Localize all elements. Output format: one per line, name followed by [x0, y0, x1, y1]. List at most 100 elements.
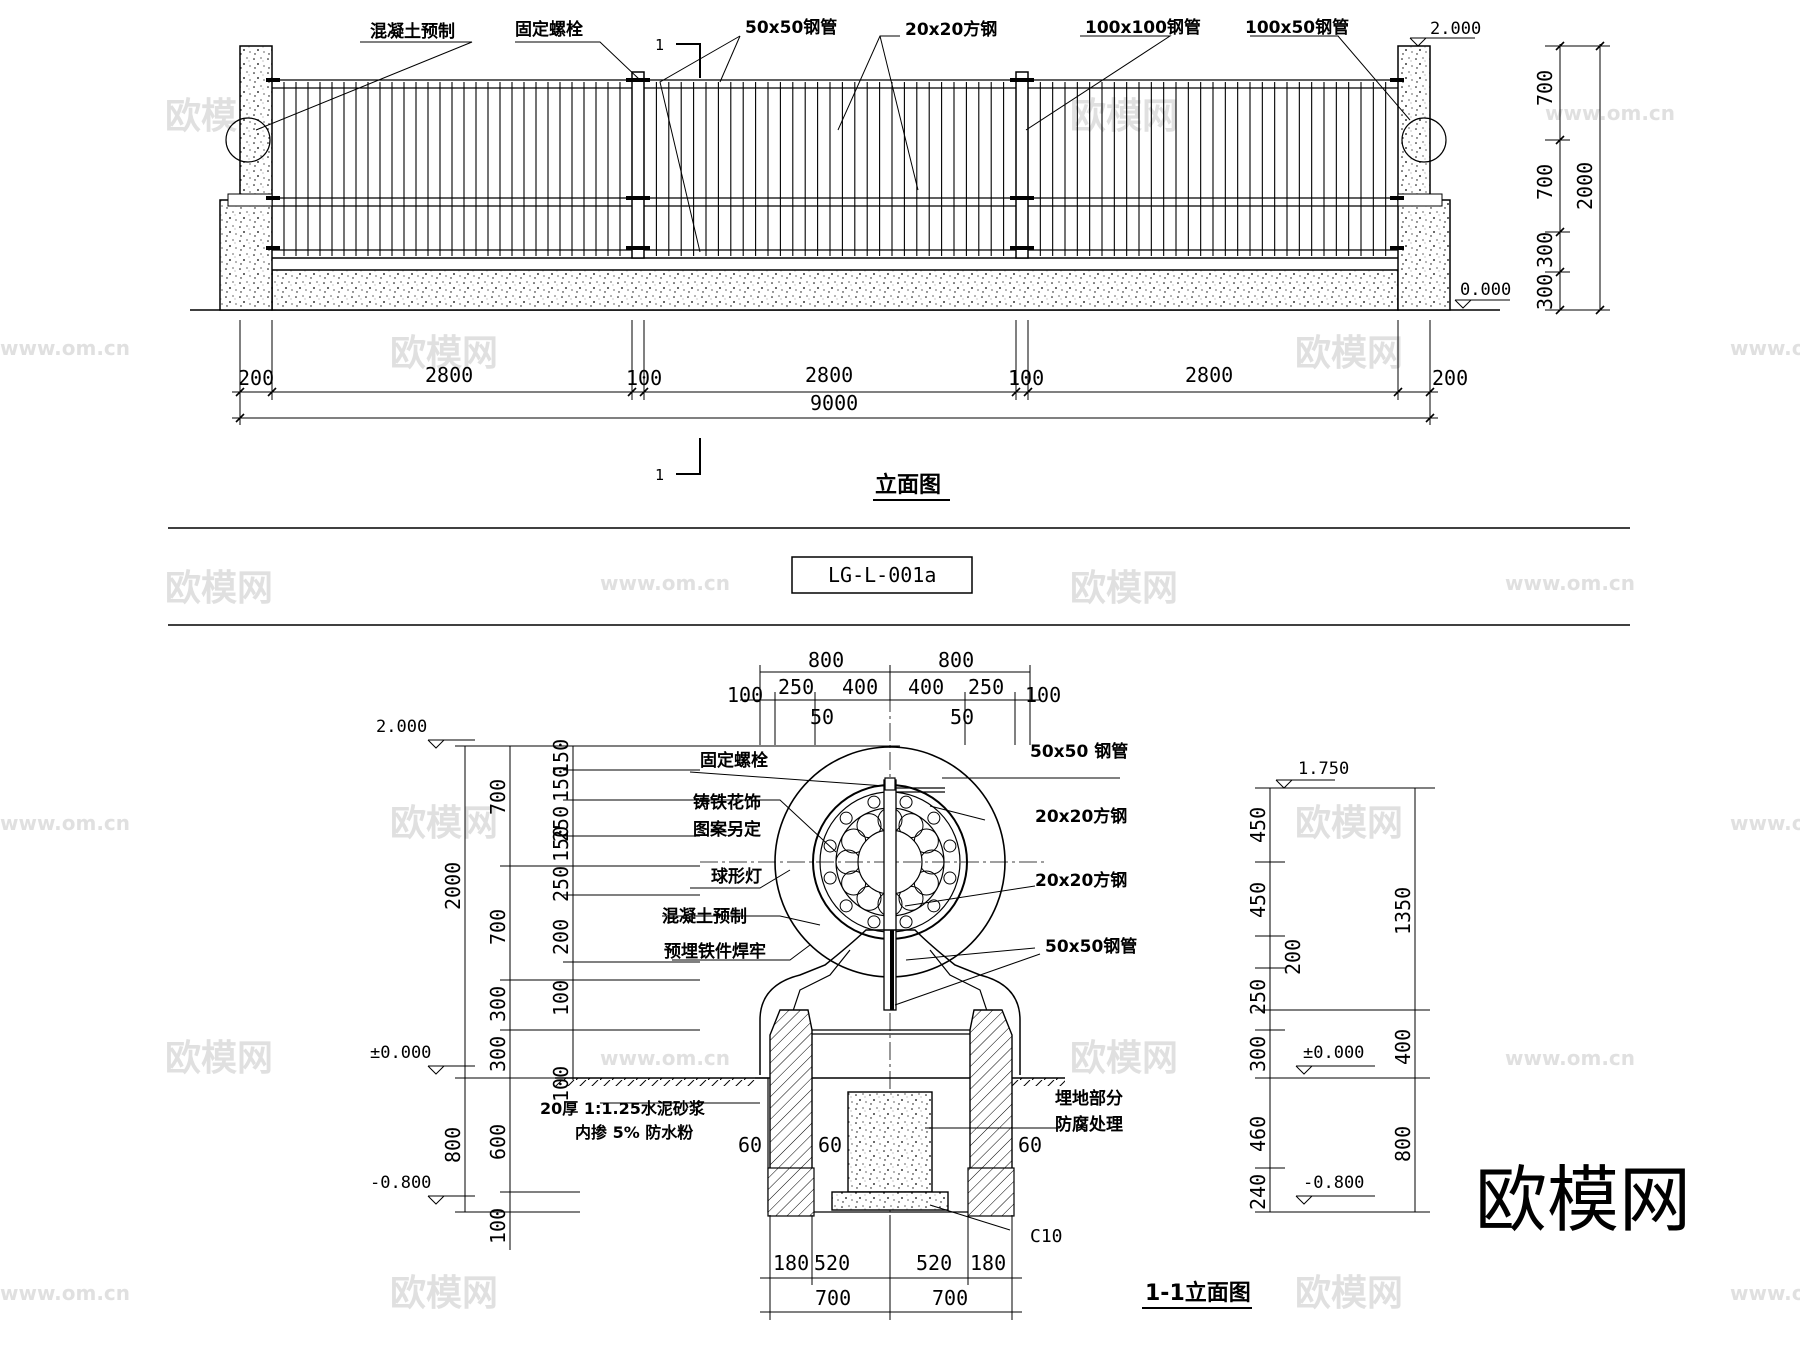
level-ground: 0.000 — [1460, 280, 1511, 300]
dim-bottom-r1-1: 520 — [814, 1251, 850, 1275]
dim-top-r2-5: 100 — [1025, 683, 1061, 707]
label-bar-b: 20x20方钢 — [1035, 870, 1127, 891]
label-mortar-2: 内掺 5% 防水粉 — [575, 1123, 693, 1142]
dim-left-outer-1: 800 — [441, 1127, 465, 1163]
watermark-url: www.om.cn — [1505, 1046, 1635, 1070]
section-title: 1-1立面图 — [1145, 1280, 1251, 1306]
dim-right-3: 300 — [1533, 274, 1557, 310]
leader-lines — [255, 35, 1411, 253]
watermark-url: www.om.cn — [1730, 1281, 1800, 1305]
watermark-url: www.om.cn — [600, 571, 730, 595]
dim-top-r2-1: 250 — [778, 675, 814, 699]
level-right-bottom: -0.800 — [1303, 1173, 1364, 1193]
dim-right-outer-0: 1350 — [1391, 887, 1415, 935]
petal-ornament — [943, 871, 957, 885]
rails — [272, 79, 1398, 251]
concrete-arch — [759, 929, 1021, 1075]
dim-right-inner-5: 460 — [1246, 1116, 1270, 1152]
dim-lines-top — [740, 665, 1040, 745]
dim-left-mid-0: 700 — [486, 779, 510, 815]
watermark-url: www.om.cn — [1545, 101, 1675, 125]
level-top: 2.000 — [1430, 19, 1481, 39]
watermark-brand: 欧模网 — [165, 1038, 273, 1079]
dim-right-inner-0: 450 — [1246, 807, 1270, 843]
dim-footing-1: 60 — [818, 1133, 842, 1157]
drawing-code-box — [791, 556, 973, 594]
petal-ornament — [839, 811, 853, 825]
petal-ornament — [823, 871, 837, 885]
petal-ornament — [927, 899, 941, 913]
dim-top-r1-1: 800 — [938, 648, 974, 672]
dim-top-r2-4: 250 — [968, 675, 1004, 699]
petal-ornament — [867, 915, 881, 929]
section-mark-number: 1 — [655, 466, 664, 484]
dim-left-inner-6: 100 — [549, 980, 573, 1016]
fence-elevation: 混凝土预制 固定螺栓 50x50钢管 20x20方钢 100x100钢管 100… — [190, 17, 1610, 501]
dim-left-inner-2: 250 — [549, 806, 573, 842]
petal-ornament — [899, 795, 913, 809]
c10-pad — [831, 1191, 949, 1211]
dim-left-outer-0: 2000 — [441, 862, 465, 910]
label-fixing-bolt: 固定螺栓 — [515, 19, 583, 40]
label-embed-weld: 预埋铁件焊牢 — [664, 941, 766, 962]
label-pipe-100x50: 100x50钢管 — [1245, 17, 1349, 38]
label-bar-a: 20x20方钢 — [1035, 806, 1127, 827]
dim-right-inner-2: 200 — [1281, 939, 1305, 975]
watermark-brand: 欧模网 — [1295, 1273, 1403, 1314]
label-pipe-50x50: 50x50钢管 — [745, 17, 837, 38]
watermark-layer: 欧模网 欧模网 www.om.cn 欧模网 欧模网 www.om.cn www.… — [0, 96, 1800, 1314]
dim-lines-bottom-section — [760, 1215, 1022, 1320]
label-fixing-bolt: 固定螺栓 — [700, 750, 768, 771]
dim-bottom-0: 200 — [238, 366, 274, 390]
watermark-url: www.om.cn — [1505, 571, 1635, 595]
section-mark-bottom — [676, 438, 701, 475]
label-pipe-low: 50x50钢管 — [1045, 936, 1137, 957]
watermark-url: www.om.cn — [0, 1281, 130, 1305]
dim-top-r2-3: 400 — [908, 675, 944, 699]
label-concrete-precast: 混凝土预制 — [662, 906, 747, 927]
watermark-url: www.om.cn — [0, 811, 130, 835]
level-right-top: 1.750 — [1298, 759, 1349, 779]
watermark-brand: 欧模网 — [390, 1273, 498, 1314]
watermark-url: www.om.cn — [1730, 336, 1800, 360]
dim-right-total: 2000 — [1573, 162, 1597, 210]
dim-ticks-bottom — [235, 387, 1435, 423]
dim-lines-bottom — [232, 320, 1438, 425]
label-c10: C10 — [1030, 1226, 1063, 1247]
brackets — [266, 78, 1404, 250]
lamp-footing — [847, 1091, 933, 1193]
watermark-brand: 欧模网 — [1070, 96, 1178, 137]
watermark-brand: 欧模网 — [1295, 333, 1403, 374]
petal-ornament — [899, 915, 913, 929]
label-ball-lamp: 球形灯 — [711, 866, 762, 887]
watermark-brand: 欧模网 — [390, 333, 498, 374]
petal-ornament — [839, 899, 853, 913]
watermark-brand: 欧模网 — [1070, 1038, 1178, 1079]
dim-bottom-2: 100 — [626, 366, 662, 390]
dim-top-r1-0: 800 — [808, 648, 844, 672]
dim-left-mid-1: 700 — [486, 909, 510, 945]
vertical-bars — [283, 82, 1387, 256]
lamp-circle — [225, 117, 271, 163]
earth-left — [555, 1078, 755, 1086]
dim-left-mid-5: 100 — [486, 1208, 510, 1244]
petal-ornament — [867, 795, 881, 809]
section-leaders — [600, 771, 1120, 1231]
dim-bottom-4: 100 — [1008, 366, 1044, 390]
dim-right-outer-1: 400 — [1391, 1029, 1415, 1065]
watermark-url: www.om.cn — [1730, 811, 1800, 835]
label-bar-20x20: 20x20方钢 — [905, 19, 997, 40]
dim-left-inner-1: 150 — [549, 766, 573, 802]
section-1-1: 固定螺栓 铸铁花饰 图案另定 球形灯 混凝土预制 预埋铁件焊牢 50x50 钢管… — [370, 648, 1435, 1320]
label-pattern: 图案另定 — [693, 819, 761, 840]
label-buried-2: 防腐处理 — [1055, 1114, 1123, 1135]
drawing-code: LG-L-001a — [828, 563, 936, 587]
dim-bottom-1: 2800 — [425, 363, 473, 387]
dim-bottom-r1-2: 520 — [916, 1251, 952, 1275]
dim-bottom-r1-3: 180 — [970, 1251, 1006, 1275]
dim-top-r3-1: 50 — [950, 705, 974, 729]
dim-footing-0: 60 — [738, 1133, 762, 1157]
label-mortar-1: 20厚 1:1.25水泥砂浆 — [540, 1099, 706, 1118]
petal-ornament — [943, 839, 957, 853]
